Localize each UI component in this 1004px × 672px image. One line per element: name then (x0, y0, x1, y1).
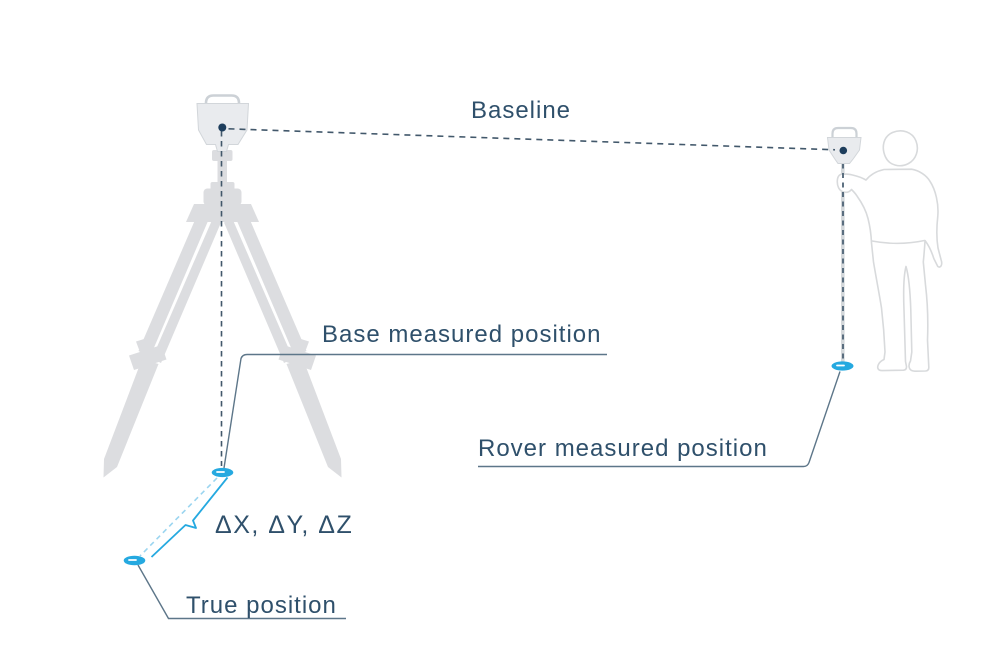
tripod-left-clamp (129, 345, 167, 370)
rover-receiver-icon (826, 126, 862, 164)
tripod-left-inner-rail (152, 219, 221, 363)
tripod-left-clamp-knob (136, 339, 147, 350)
true-position-label: True position (186, 592, 337, 619)
tripod-right-clamp-knob (298, 339, 309, 350)
delta-dashed-line (139, 477, 218, 557)
tripod-mount-post (217, 150, 227, 188)
true-position-leader-line (137, 564, 346, 620)
rover-measured-position-label: Rover measured position (478, 435, 768, 462)
surveyor-body (836, 168, 943, 372)
base-measured-position-label: Base measured position (322, 321, 601, 348)
tripod-right-lower-beam (286, 359, 342, 478)
tripod-left-lower-beam (103, 359, 159, 478)
tripod-head-upper (203, 188, 242, 206)
surveyor-head (882, 130, 919, 167)
position-markers (123, 361, 854, 566)
baseline-label: Baseline (471, 97, 571, 124)
base-receiver-icon (196, 94, 250, 152)
tripod-right-clamp (278, 345, 316, 370)
tripod-right-inner-rail (224, 219, 293, 363)
delta-brace-line (150, 476, 229, 558)
base-antenna-dot (218, 123, 227, 132)
delta-xyz-label: ΔX, ΔY, ΔZ (215, 511, 353, 539)
baseline-dashed-line (228, 128, 836, 151)
rover-measured-leader-line (478, 371, 841, 468)
tripod-icon (103, 150, 342, 478)
tripod-right-outer-rail (235, 213, 307, 357)
rover-antenna-dot (839, 146, 848, 155)
surveyor-figure-icon (836, 130, 943, 372)
base-measured-leader-line (223, 353, 607, 469)
tripod-left-outer-rail (138, 213, 210, 357)
surveyor-waist-line (871, 239, 926, 245)
